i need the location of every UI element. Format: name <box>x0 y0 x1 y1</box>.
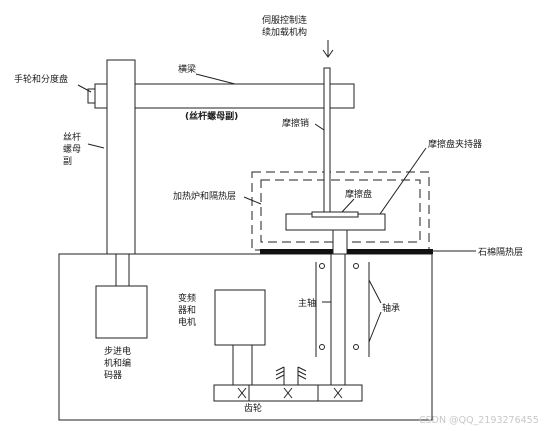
label-friction-disc: 摩擦盘 <box>345 188 372 200</box>
label-stepper-1: 步进电 <box>104 345 131 357</box>
leader-screw-nut <box>87 143 105 149</box>
main-spindle <box>330 253 346 386</box>
watermark: CSDN @QQ_2193276455 <box>419 415 539 426</box>
label-crossbeam: 横梁 <box>178 63 196 75</box>
label-bearing: 轴承 <box>382 302 400 314</box>
label-screw-nut-left-2: 螺母 <box>63 144 81 155</box>
load-arrow-head <box>322 49 334 58</box>
leader-disc-holder <box>379 147 427 215</box>
label-stepper-3: 码器 <box>104 370 122 381</box>
crossbeam <box>134 83 355 109</box>
stepper-motor <box>95 285 148 339</box>
label-screw-nut-left-1: 丝杆 <box>63 131 81 143</box>
label-handwheel: 手轮和分度盘 <box>14 73 68 85</box>
gear-cross-mid <box>283 387 293 399</box>
column <box>106 59 136 255</box>
leader-pin <box>314 123 325 131</box>
motor-shaft <box>232 344 253 386</box>
label-screw-nut-pair: (丝杆螺母副) <box>185 110 238 122</box>
handwheel-hub <box>94 83 108 109</box>
leader-heater <box>243 196 262 205</box>
gear-cross-right <box>333 387 343 399</box>
label-asbestos: 石棉隔热层 <box>478 246 523 258</box>
label-vfd-2: 器和 <box>178 305 196 316</box>
leader-handwheel <box>77 84 92 93</box>
bearing-left <box>315 262 325 357</box>
column-screw-lower <box>115 253 130 287</box>
friction-pin <box>323 67 331 217</box>
vfd-motor <box>214 289 266 346</box>
leader-bearing-bottom <box>368 311 382 343</box>
leader-bearing-top <box>368 279 382 304</box>
label-vfd-3: 电机 <box>178 316 196 328</box>
label-servo-1: 伺服控制连 <box>262 14 307 26</box>
spindle-upper <box>332 229 348 255</box>
label-main-shaft: 主轴 <box>298 297 316 309</box>
leader-disc <box>341 198 355 213</box>
gear-cross-left <box>237 387 247 399</box>
label-screw-nut-left-3: 副 <box>63 156 72 167</box>
label-disc-holder: 摩擦盘夹持器 <box>428 138 482 150</box>
label-stepper-2: 机和编 <box>104 357 131 369</box>
friction-disc <box>311 211 359 218</box>
label-gear: 齿轮 <box>244 402 262 414</box>
label-heater: 加热炉和隔热层 <box>173 190 236 202</box>
leader-crossbeam <box>195 73 236 85</box>
label-servo-2: 续加载机构 <box>262 26 307 38</box>
label-friction-pin: 摩擦销 <box>282 117 309 129</box>
label-vfd-1: 变频 <box>178 292 196 304</box>
